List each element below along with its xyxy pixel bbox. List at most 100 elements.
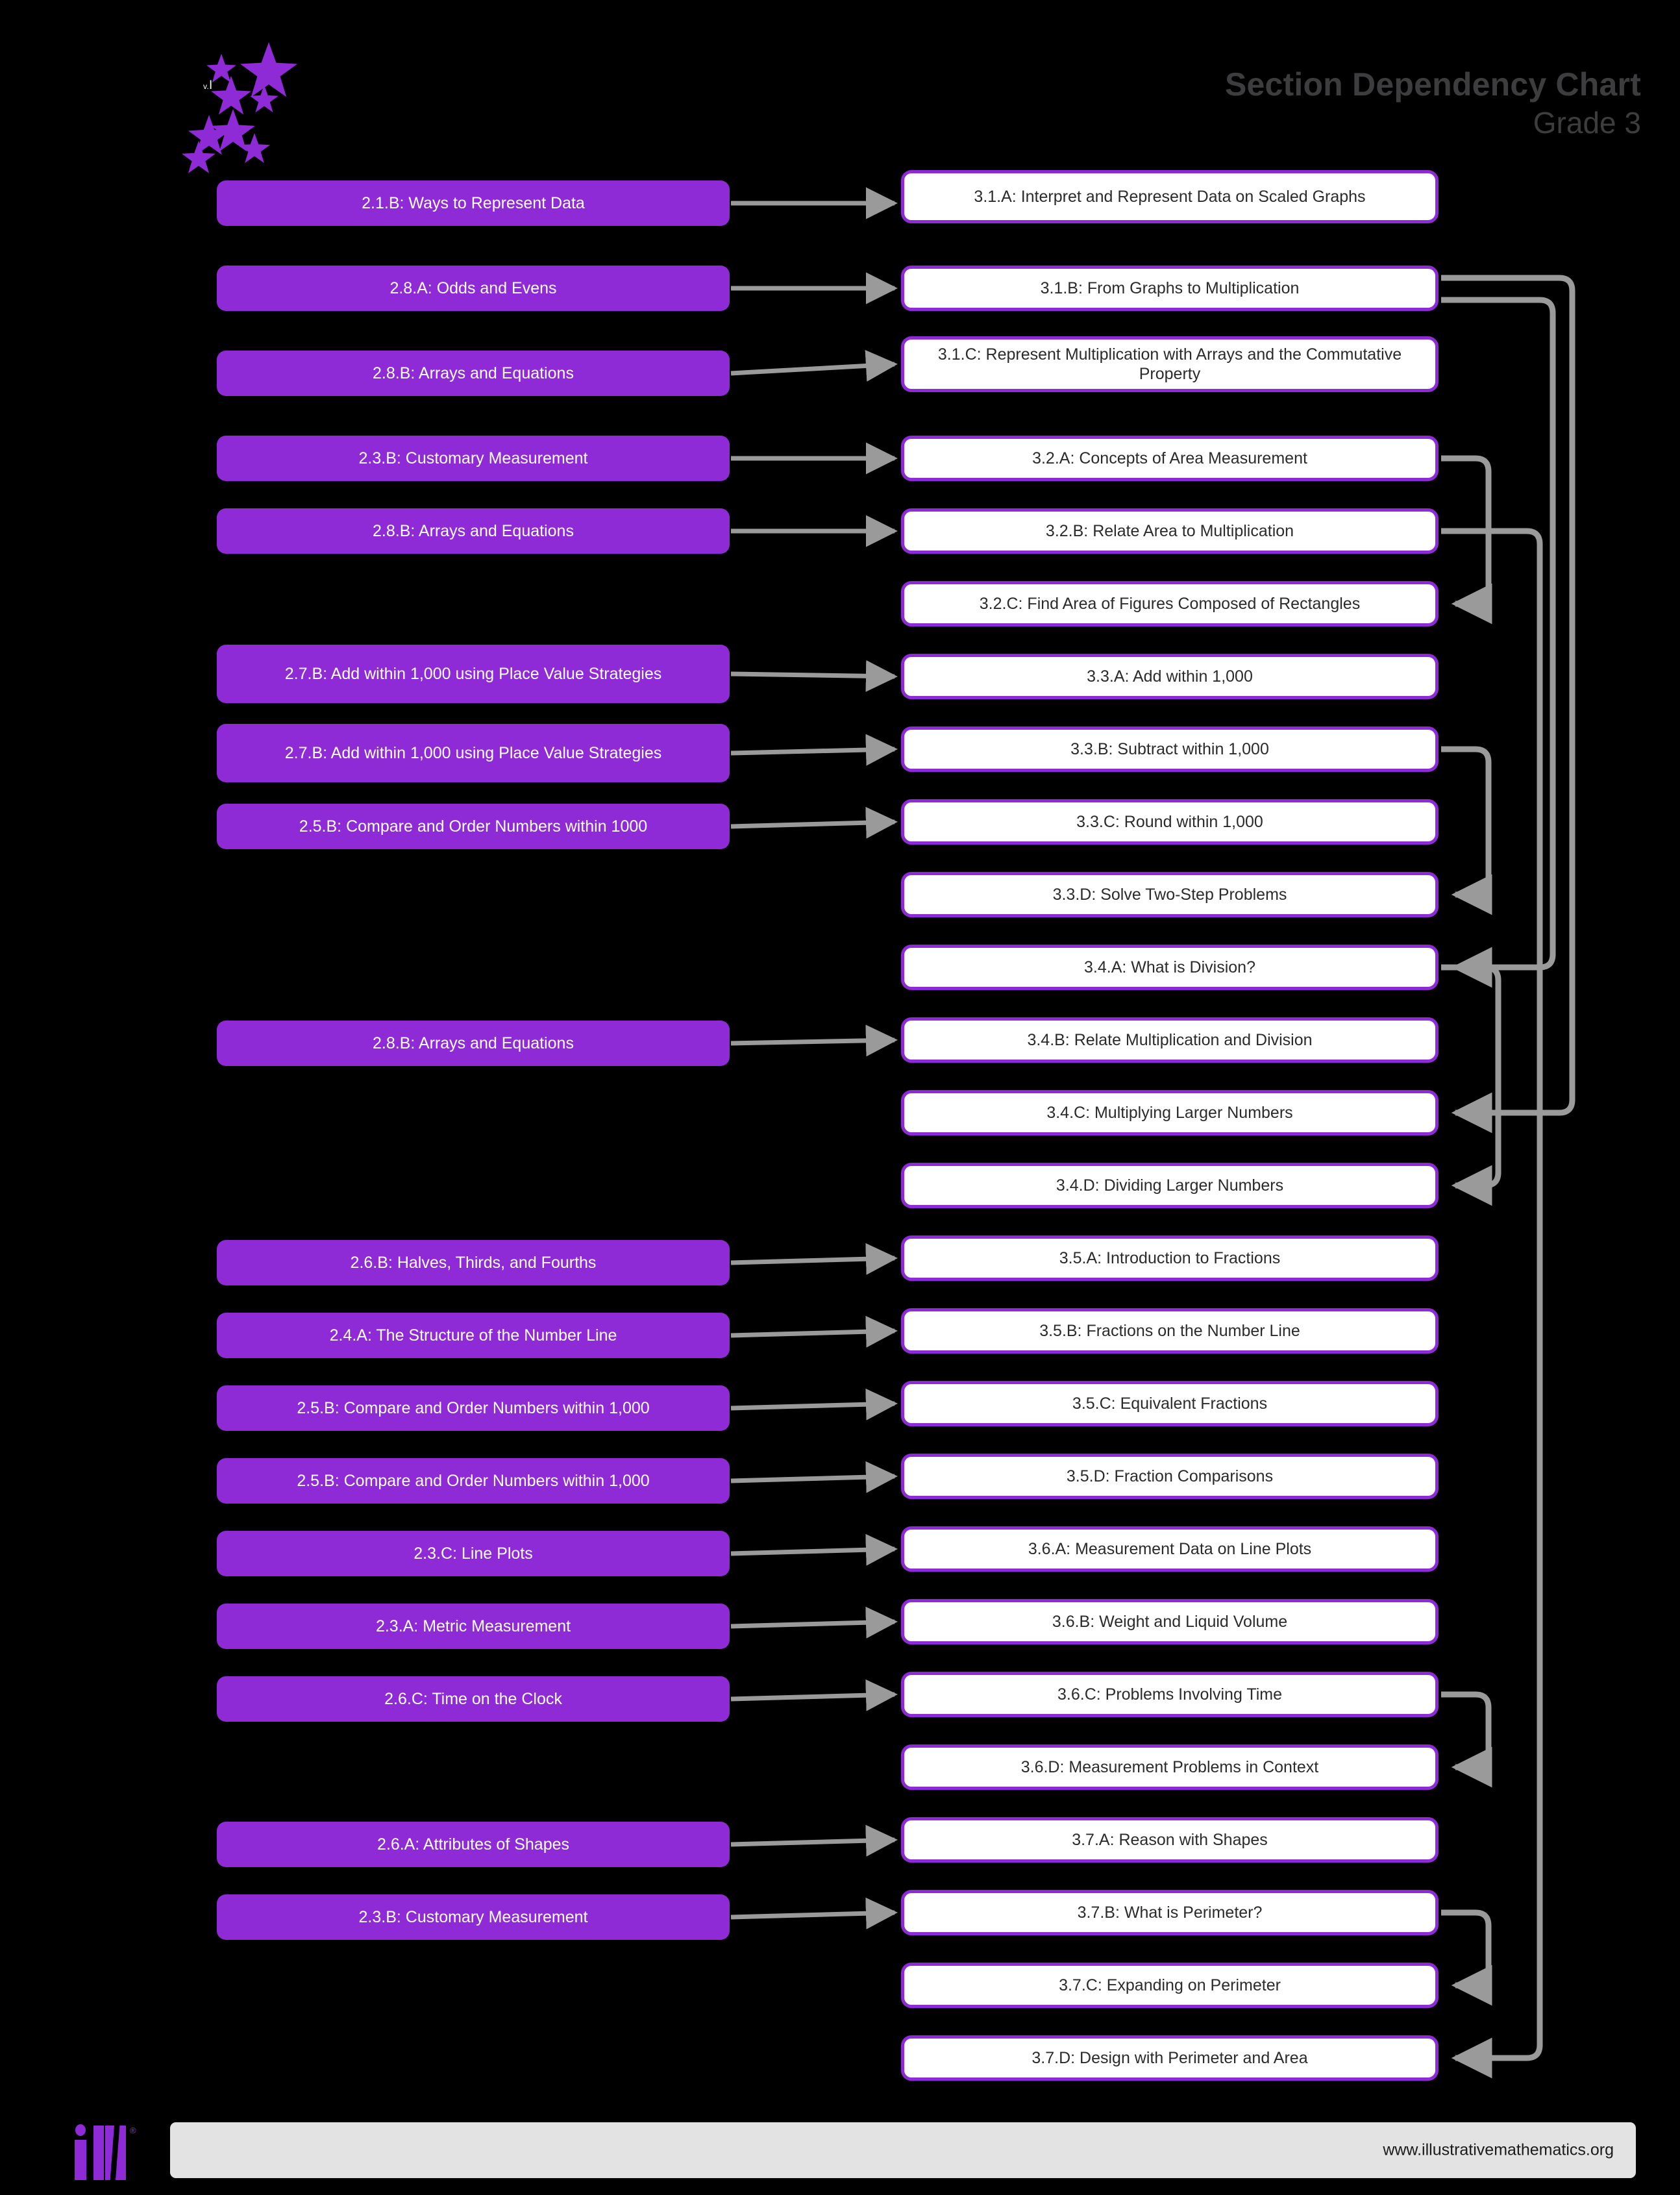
node-label: 3.7.B: What is Perimeter? bbox=[1077, 1903, 1263, 1922]
node-label: 3.1.C: Represent Multiplication with Arr… bbox=[937, 345, 1402, 384]
website-url: www.illustrativemathematics.org bbox=[1383, 2140, 1614, 2159]
node-label: 3.2.C: Find Area of Figures Composed of … bbox=[979, 594, 1361, 613]
section-node-r23[interactable]: 3.7.A: Reason with Shapes bbox=[901, 1817, 1439, 1863]
section-node-r16[interactable]: 3.5.B: Fractions on the Number Line bbox=[901, 1308, 1439, 1354]
node-label: 2.6.A: Attributes of Shapes bbox=[377, 1835, 570, 1854]
node-label: 3.1.A: Interpret and Represent Data on S… bbox=[974, 187, 1366, 206]
section-node-r24[interactable]: 3.7.B: What is Perimeter? bbox=[901, 1890, 1439, 1935]
node-label: 3.6.C: Problems Involving Time bbox=[1057, 1685, 1282, 1704]
section-node-r10[interactable]: 3.3.D: Solve Two-Step Problems bbox=[901, 872, 1439, 917]
section-node-r15[interactable]: 3.5.A: Introduction to Fractions bbox=[901, 1235, 1439, 1281]
section-node-r11[interactable]: 3.4.A: What is Division? bbox=[901, 945, 1439, 990]
illustrative-mathematics-logo: ® bbox=[71, 2122, 156, 2181]
section-node-r5[interactable]: 3.2.B: Relate Area to Multiplication bbox=[901, 508, 1439, 554]
prereq-node-l10[interactable]: 2.6.B: Halves, Thirds, and Fourths bbox=[217, 1240, 730, 1285]
node-label: 2.8.B: Arrays and Equations bbox=[373, 521, 574, 540]
prereq-node-l8[interactable]: 2.5.B: Compare and Order Numbers within … bbox=[217, 804, 730, 849]
node-label: 3.1.B: From Graphs to Multiplication bbox=[1040, 279, 1300, 297]
node-label: 2.3.B: Customary Measurement bbox=[358, 449, 588, 467]
section-node-r4[interactable]: 3.2.A: Concepts of Area Measurement bbox=[901, 436, 1439, 481]
node-label: 2.4.A: The Structure of the Number Line bbox=[329, 1326, 617, 1345]
section-node-r13[interactable]: 3.4.C: Multiplying Larger Numbers bbox=[901, 1090, 1439, 1135]
prereq-node-l5[interactable]: 2.8.B: Arrays and Equations bbox=[217, 508, 730, 554]
section-node-r1[interactable]: 3.1.A: Interpret and Represent Data on S… bbox=[901, 170, 1439, 223]
star-icon bbox=[240, 42, 297, 97]
version-number: I bbox=[209, 79, 213, 92]
node-label: 3.6.D: Measurement Problems in Context bbox=[1020, 1757, 1319, 1776]
section-node-r9[interactable]: 3.3.C: Round within 1,000 bbox=[901, 799, 1439, 845]
prereq-node-l6[interactable]: 2.7.B: Add within 1,000 using Place Valu… bbox=[217, 645, 730, 703]
section-node-r17[interactable]: 3.5.C: Equivalent Fractions bbox=[901, 1381, 1439, 1426]
prereq-node-l18[interactable]: 2.3.B: Customary Measurement bbox=[217, 1894, 730, 1940]
section-node-r7[interactable]: 3.3.A: Add within 1,000 bbox=[901, 654, 1439, 699]
star-icon bbox=[188, 115, 230, 155]
routed-edges bbox=[1441, 275, 1575, 2079]
prereq-node-l17[interactable]: 2.6.A: Attributes of Shapes bbox=[217, 1822, 730, 1867]
node-label: 3.5.A: Introduction to Fractions bbox=[1059, 1248, 1281, 1267]
prereq-node-l15[interactable]: 2.3.A: Metric Measurement bbox=[217, 1604, 730, 1649]
node-label: 3.7.D: Design with Perimeter and Area bbox=[1031, 2048, 1308, 2067]
node-label: 3.4.A: What is Division? bbox=[1084, 958, 1255, 976]
node-label: 2.8.B: Arrays and Equations bbox=[373, 1034, 574, 1052]
section-node-r19[interactable]: 3.6.A: Measurement Data on Line Plots bbox=[901, 1526, 1439, 1572]
node-label: 3.4.D: Dividing Larger Numbers bbox=[1056, 1176, 1284, 1195]
node-label: 2.8.B: Arrays and Equations bbox=[373, 364, 574, 382]
node-label: 3.5.C: Equivalent Fractions bbox=[1072, 1394, 1268, 1413]
prereq-node-l3[interactable]: 2.8.B: Arrays and Equations bbox=[217, 351, 730, 396]
section-node-r12[interactable]: 3.4.B: Relate Multiplication and Divisio… bbox=[901, 1017, 1439, 1063]
node-label: 2.6.C: Time on the Clock bbox=[384, 1689, 562, 1708]
prereq-node-l7[interactable]: 2.7.B: Add within 1,000 using Place Valu… bbox=[217, 724, 730, 782]
section-node-r26[interactable]: 3.7.D: Design with Perimeter and Area bbox=[901, 2035, 1439, 2081]
version-label: v.I bbox=[203, 79, 213, 93]
node-label: 3.6.A: Measurement Data on Line Plots bbox=[1028, 1539, 1312, 1558]
version-prefix: v. bbox=[203, 82, 210, 91]
node-label: 3.4.C: Multiplying Larger Numbers bbox=[1046, 1103, 1293, 1122]
section-node-r18[interactable]: 3.5.D: Fraction Comparisons bbox=[901, 1454, 1439, 1499]
section-node-r14[interactable]: 3.4.D: Dividing Larger Numbers bbox=[901, 1163, 1439, 1208]
node-label: 2.8.A: Odds and Evens bbox=[389, 279, 557, 297]
node-label: 2.7.B: Add within 1,000 using Place Valu… bbox=[284, 664, 662, 683]
node-label: 2.1.B: Ways to Represent Data bbox=[362, 193, 585, 212]
prereq-node-l9[interactable]: 2.8.B: Arrays and Equations bbox=[217, 1021, 730, 1066]
section-node-r21[interactable]: 3.6.C: Problems Involving Time bbox=[901, 1672, 1439, 1717]
logo-i-dot bbox=[75, 2124, 86, 2136]
prereq-node-l16[interactable]: 2.6.C: Time on the Clock bbox=[217, 1676, 730, 1722]
logo-m-stroke bbox=[93, 2126, 104, 2180]
node-label: 3.2.B: Relate Area to Multiplication bbox=[1045, 521, 1294, 540]
chart-subtitle: Grade 3 bbox=[1533, 106, 1641, 140]
section-node-r20[interactable]: 3.6.B: Weight and Liquid Volume bbox=[901, 1599, 1439, 1644]
page-title: Section Dependency Chart Grade 3 bbox=[1225, 65, 1641, 141]
prereq-node-l13[interactable]: 2.5.B: Compare and Order Numbers within … bbox=[217, 1458, 730, 1504]
node-label: 3.3.A: Add within 1,000 bbox=[1087, 667, 1253, 686]
node-label: 3.3.D: Solve Two-Step Problems bbox=[1052, 885, 1287, 904]
node-label: 3.5.B: Fractions on the Number Line bbox=[1039, 1321, 1300, 1340]
node-label: 3.7.C: Expanding on Perimeter bbox=[1059, 1976, 1281, 1994]
node-label: 2.6.B: Halves, Thirds, and Fourths bbox=[350, 1253, 597, 1272]
section-node-r22[interactable]: 3.6.D: Measurement Problems in Context bbox=[901, 1744, 1439, 1790]
node-label: 2.3.A: Metric Measurement bbox=[375, 1617, 571, 1635]
section-node-r8[interactable]: 3.3.B: Subtract within 1,000 bbox=[901, 726, 1439, 772]
node-label: 3.6.B: Weight and Liquid Volume bbox=[1052, 1612, 1288, 1631]
prereq-node-l2[interactable]: 2.8.A: Odds and Evens bbox=[217, 266, 730, 311]
node-label: 3.3.C: Round within 1,000 bbox=[1076, 812, 1263, 831]
prereq-node-l12[interactable]: 2.5.B: Compare and Order Numbers within … bbox=[217, 1385, 730, 1431]
prereq-node-l4[interactable]: 2.3.B: Customary Measurement bbox=[217, 436, 730, 481]
section-node-r2[interactable]: 3.1.B: From Graphs to Multiplication bbox=[901, 266, 1439, 311]
section-node-r3[interactable]: 3.1.C: Represent Multiplication with Arr… bbox=[901, 336, 1439, 392]
footer-bar: www.illustrativemathematics.org bbox=[170, 2122, 1636, 2178]
logo-m-stroke bbox=[116, 2126, 126, 2180]
prereq-node-l11[interactable]: 2.4.A: The Structure of the Number Line bbox=[217, 1313, 730, 1358]
section-node-r6[interactable]: 3.2.C: Find Area of Figures Composed of … bbox=[901, 581, 1439, 626]
star-cluster-logo: v.I bbox=[182, 42, 312, 173]
section-node-r25[interactable]: 3.7.C: Expanding on Perimeter bbox=[901, 1963, 1439, 2008]
registered-mark-icon: ® bbox=[130, 2126, 136, 2135]
prereq-node-l14[interactable]: 2.3.C: Line Plots bbox=[217, 1531, 730, 1576]
node-label: 3.2.A: Concepts of Area Measurement bbox=[1032, 449, 1307, 467]
node-label: 2.3.C: Line Plots bbox=[414, 1544, 533, 1563]
logo-i-stem bbox=[75, 2140, 86, 2180]
node-label: 2.3.B: Customary Measurement bbox=[358, 1907, 588, 1926]
prereq-node-l1[interactable]: 2.1.B: Ways to Represent Data bbox=[217, 180, 730, 226]
node-label: 3.3.B: Subtract within 1,000 bbox=[1070, 739, 1269, 758]
chart-title: Section Dependency Chart bbox=[1224, 66, 1641, 103]
